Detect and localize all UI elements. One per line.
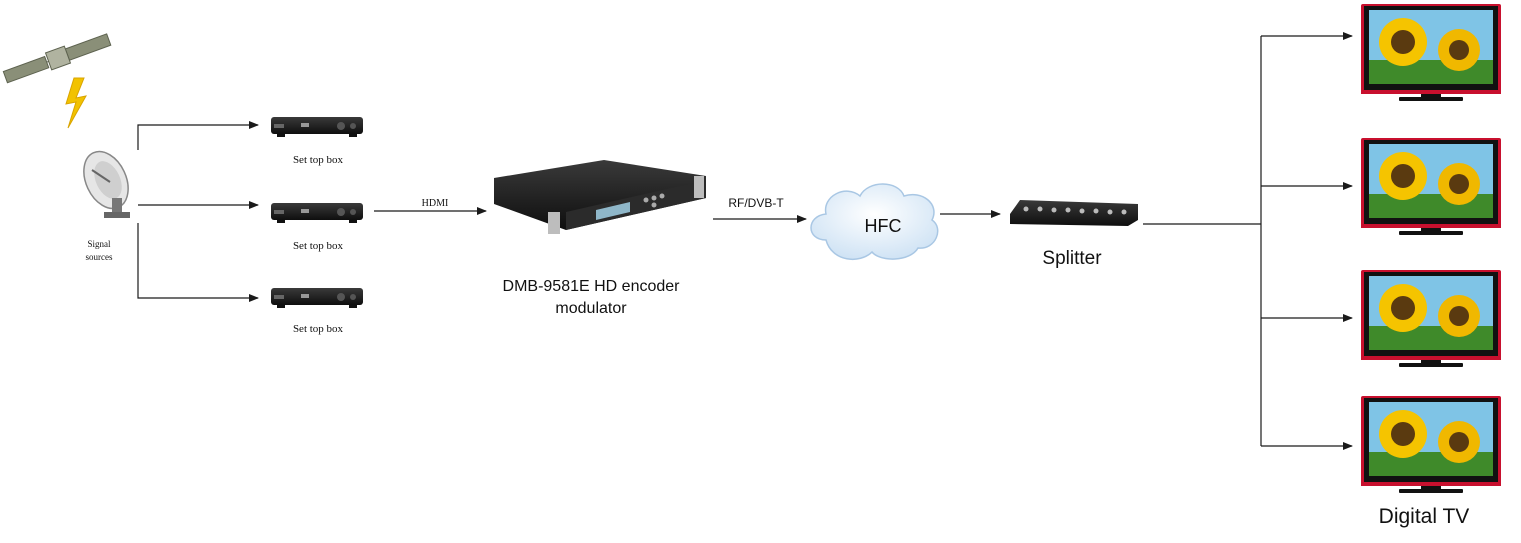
set-top-box-icon bbox=[271, 117, 363, 137]
set-top-box-label-2: Set top box bbox=[292, 240, 344, 252]
tv-icon bbox=[1361, 270, 1501, 367]
cloud-icon bbox=[810, 183, 939, 260]
rf-dvb-t-label: RF/DVB-T bbox=[728, 196, 784, 210]
digital-tv-label: Digital TV bbox=[1378, 505, 1470, 528]
dish-antenna-icon bbox=[83, 150, 130, 218]
connectors bbox=[137, 32, 1353, 450]
set-top-box-label-3: Set top box bbox=[292, 323, 344, 335]
encoder-icon bbox=[494, 160, 706, 234]
hdmi-label: HDMI bbox=[421, 198, 449, 209]
set-top-box-icon bbox=[271, 203, 363, 223]
tv-icon bbox=[1361, 4, 1501, 101]
encoder-label-line2: modulator bbox=[555, 300, 627, 317]
signal-sources-label: Signal sources bbox=[85, 239, 113, 262]
tv-icon bbox=[1361, 396, 1501, 493]
tv-icon bbox=[1361, 138, 1501, 235]
hfc-label: HFC bbox=[864, 216, 902, 236]
encoder-label-line1: DMB-9581E HD encoder bbox=[502, 278, 680, 295]
lightning-icon bbox=[65, 77, 87, 129]
set-top-box-label-1: Set top box bbox=[292, 154, 344, 166]
splitter-label: Splitter bbox=[1042, 248, 1102, 269]
set-top-box-icon bbox=[271, 288, 363, 308]
line-source-stb1 bbox=[137, 121, 259, 150]
line-source-stb3 bbox=[137, 223, 259, 302]
satellite-icon bbox=[2, 33, 112, 84]
splitter-icon bbox=[1010, 200, 1138, 226]
